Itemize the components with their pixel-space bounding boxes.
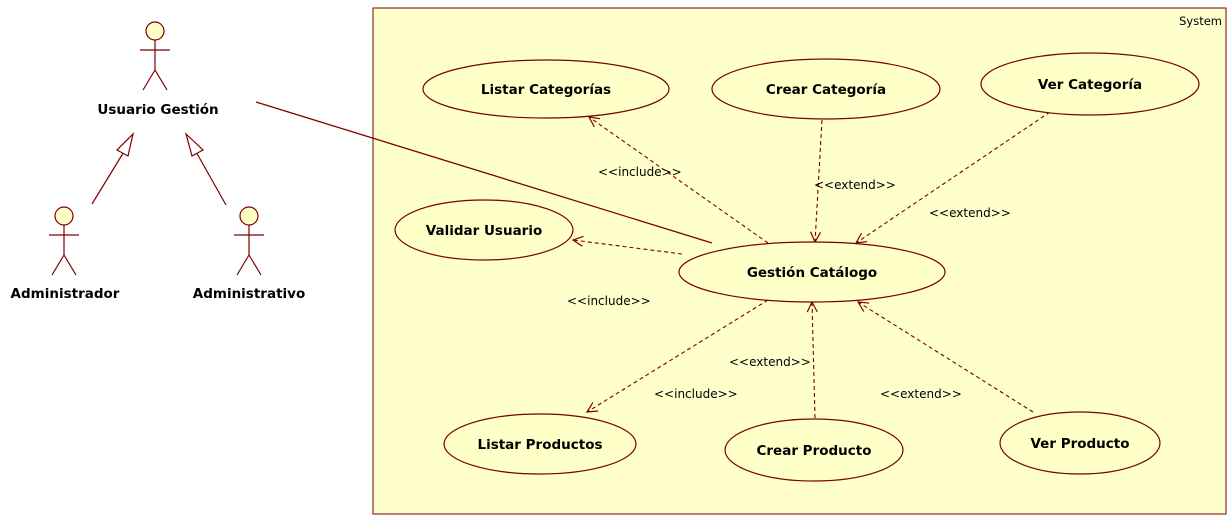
label-include-listar-categorias: <<include>> [598, 165, 682, 179]
use-case-ver-categoria[interactable]: Ver Categoría [980, 52, 1200, 116]
actor-label: Administrador [11, 286, 120, 302]
actor-label: Usuario Gestión [97, 102, 218, 118]
actor-usuario-gestion[interactable]: Usuario Gestión [97, 21, 219, 118]
label-include-listar-productos: <<include>> [654, 387, 738, 401]
label-extend-crear-categoria: <<extend>> [814, 178, 896, 192]
generalization-administrativo[interactable] [184, 132, 227, 206]
use-case-gestion-catalogo[interactable]: Gestión Catálogo [678, 241, 946, 303]
use-case-ver-producto[interactable]: Ver Producto [999, 411, 1161, 475]
use-case-label: Crear Producto [756, 443, 871, 459]
actor-administrativo[interactable]: Administrativo [193, 206, 305, 302]
use-case-label: Listar Categorías [481, 82, 611, 98]
use-case-label: Listar Productos [477, 437, 602, 453]
actor-administrador[interactable]: Administrador [11, 206, 120, 302]
label-include-validar-usuario: <<include>> [567, 294, 651, 308]
actor-label: Administrativo [193, 286, 305, 302]
use-case-validar-usuario[interactable]: Validar Usuario [394, 199, 574, 261]
stick-figure-icon [140, 21, 170, 91]
system-label: System [1179, 14, 1222, 28]
use-case-label: Ver Categoría [1038, 77, 1142, 93]
dep-include-validar-usuario[interactable] [573, 240, 683, 255]
use-case-listar-productos[interactable]: Listar Productos [443, 413, 637, 475]
label-extend-ver-producto: <<extend>> [880, 387, 962, 401]
stick-figure-icon [49, 206, 79, 276]
dep-include-listar-productos[interactable] [587, 299, 769, 412]
dep-include-listar-categorias[interactable] [589, 117, 769, 244]
label-extend-ver-categoria: <<extend>> [929, 206, 1011, 220]
stick-figure-icon [234, 206, 264, 276]
use-case-label: Ver Producto [1030, 436, 1129, 452]
association-line[interactable] [255, 101, 713, 244]
use-case-label: Crear Categoría [766, 82, 886, 98]
use-case-label: Validar Usuario [426, 223, 542, 239]
use-case-listar-categorias[interactable]: Listar Categorías [422, 59, 670, 119]
label-extend-crear-producto: <<extend>> [729, 355, 811, 369]
use-case-crear-categoria[interactable]: Crear Categoría [711, 58, 941, 120]
generalization-administrador[interactable] [91, 132, 135, 205]
use-case-label: Gestión Catálogo [747, 265, 877, 281]
dep-extend-crear-producto[interactable] [812, 302, 815, 419]
dep-extend-crear-categoria[interactable] [815, 119, 823, 242]
use-case-crear-producto[interactable]: Crear Producto [724, 418, 904, 482]
